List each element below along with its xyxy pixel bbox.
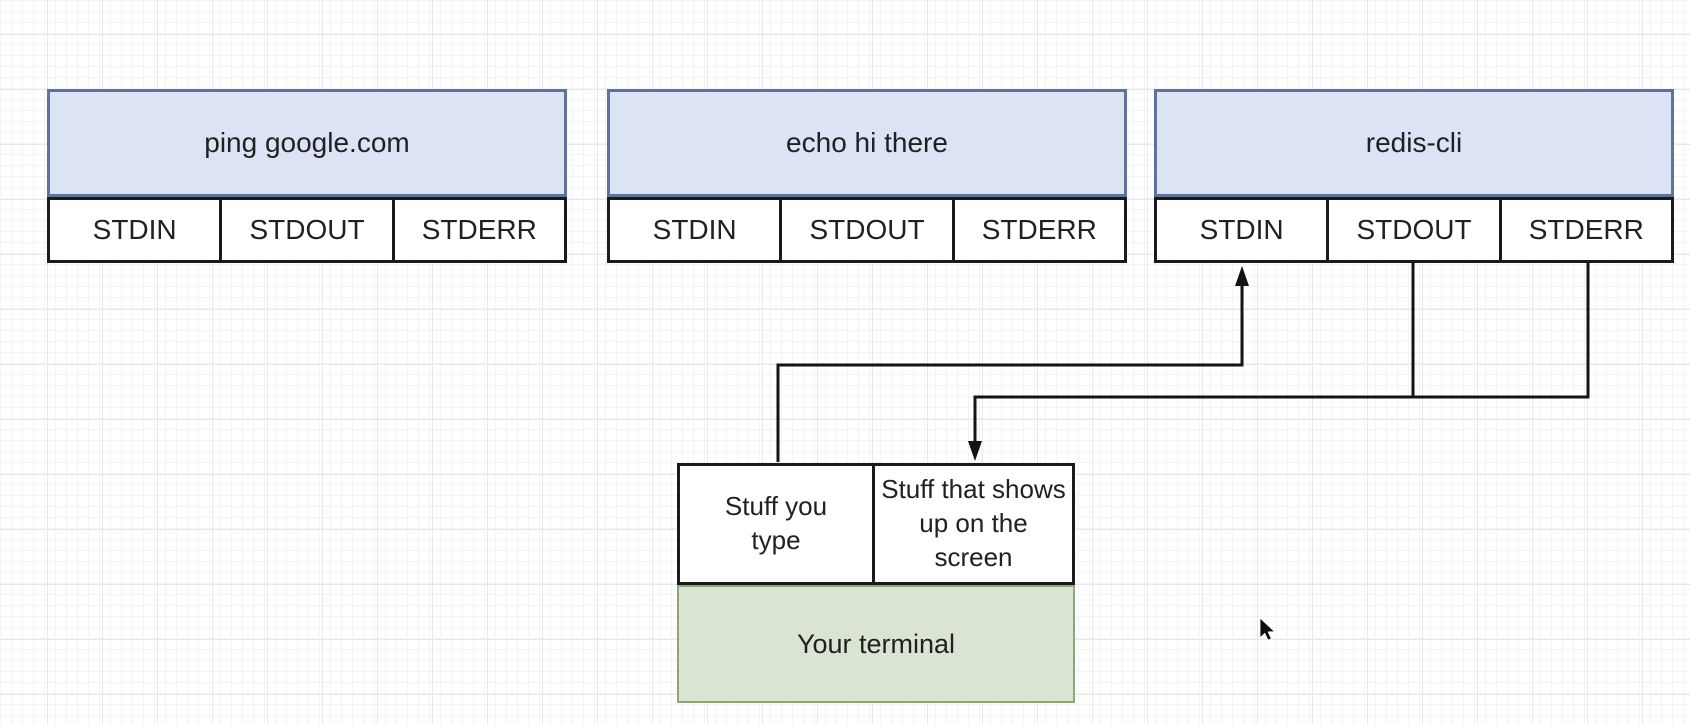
stream-row: STDIN STDOUT STDERR — [1154, 197, 1674, 263]
stdout-cell[interactable]: STDOUT — [779, 197, 955, 263]
arrowhead-down-icon — [968, 441, 982, 461]
stream-row: STDIN STDOUT STDERR — [607, 197, 1127, 263]
terminal-label: Your terminal — [796, 628, 956, 659]
stderr-cell[interactable]: STDERR — [951, 197, 1127, 263]
process-name: echo hi there — [786, 127, 948, 158]
stdout-label: STDOUT — [1356, 214, 1472, 245]
terminal-box[interactable]: Your terminal — [677, 585, 1075, 703]
terminal-input-label: Stuff you type — [724, 491, 828, 555]
stdin-label: STDIN — [1199, 214, 1284, 245]
process-box-ping[interactable]: ping google.com STDIN STDOUT STDERR — [47, 89, 567, 263]
mouse-cursor-icon — [1259, 617, 1276, 641]
stdout-cell[interactable]: STDOUT — [219, 197, 395, 263]
stderr-label: STDERR — [1528, 214, 1644, 245]
stdin-label: STDIN — [92, 214, 177, 245]
stdin-label: STDIN — [652, 214, 737, 245]
stdout-label: STDOUT — [249, 214, 365, 245]
stdin-cell[interactable]: STDIN — [1154, 197, 1330, 263]
process-header[interactable]: redis-cli — [1154, 89, 1674, 197]
terminal-output-label: Stuff that shows up on the screen — [881, 474, 1066, 572]
stderr-label: STDERR — [981, 214, 1097, 245]
terminal-io-row: Stuff you type Stuff that shows up on th… — [677, 463, 1075, 585]
arrowhead-up-icon — [1235, 266, 1249, 286]
process-header[interactable]: echo hi there — [607, 89, 1127, 197]
stdin-cell[interactable]: STDIN — [607, 197, 783, 263]
terminal-input-cell[interactable]: Stuff you type — [677, 463, 875, 585]
process-name: ping google.com — [204, 127, 410, 158]
process-name: redis-cli — [1365, 127, 1463, 158]
stderr-label: STDERR — [421, 214, 537, 245]
edge-terminal-to-stdin[interactable] — [776, 285, 1244, 462]
stdout-label: STDOUT — [809, 214, 925, 245]
stdout-cell[interactable]: STDOUT — [1326, 197, 1502, 263]
edge-stderr-to-terminal[interactable] — [973, 262, 1590, 442]
process-box-redis-cli[interactable]: redis-cli STDIN STDOUT STDERR — [1154, 89, 1674, 263]
stdin-cell[interactable]: STDIN — [47, 197, 223, 263]
terminal-output-cell[interactable]: Stuff that shows up on the screen — [872, 463, 1075, 585]
process-header[interactable]: ping google.com — [47, 89, 567, 197]
stderr-cell[interactable]: STDERR — [391, 197, 567, 263]
stream-row: STDIN STDOUT STDERR — [47, 197, 567, 263]
stderr-cell[interactable]: STDERR — [1498, 197, 1674, 263]
process-box-echo[interactable]: echo hi there STDIN STDOUT STDERR — [607, 89, 1127, 263]
